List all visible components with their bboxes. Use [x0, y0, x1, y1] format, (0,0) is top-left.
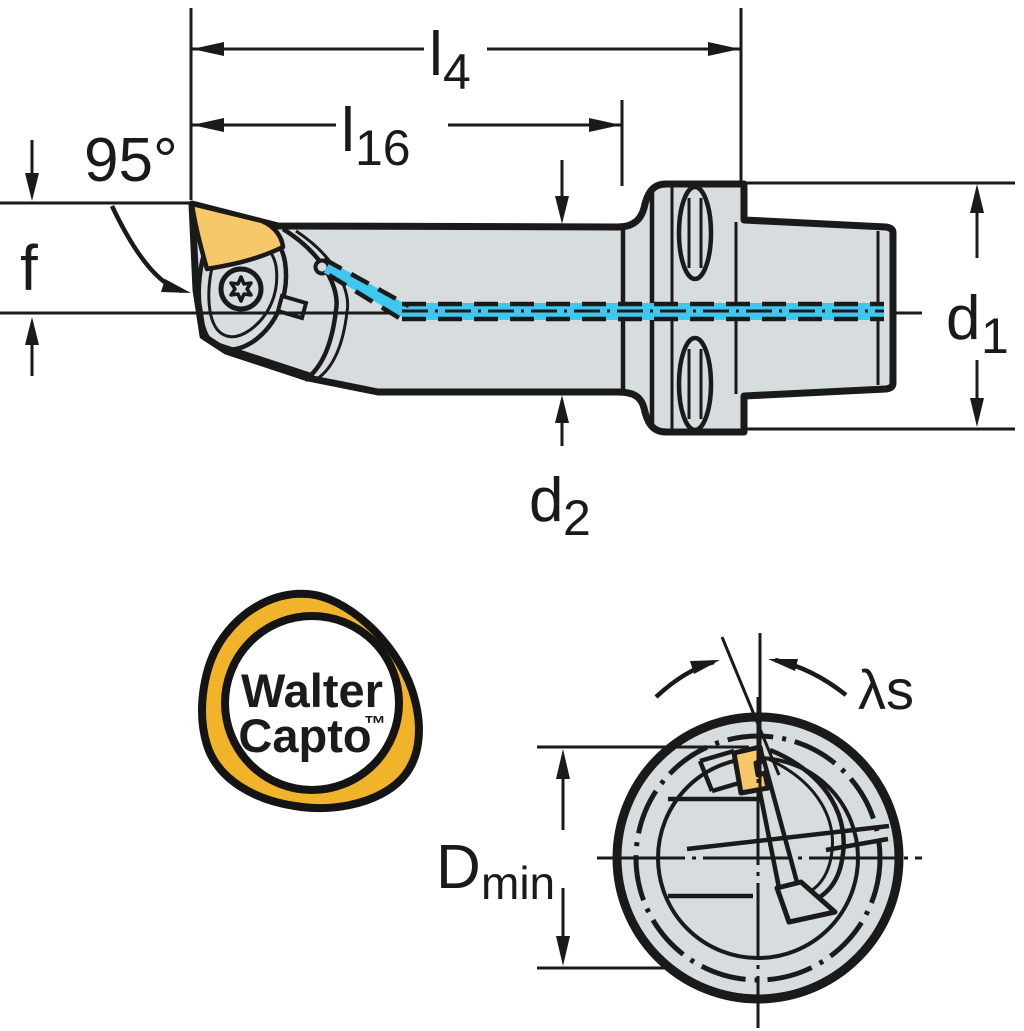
- dim-dmin: D min: [436, 745, 749, 970]
- end-view-head-lines: [668, 747, 890, 925]
- end-view-clamp-foot: [774, 879, 838, 925]
- dim-l4-label: l: [429, 20, 443, 89]
- dim-l16-subscript: 16: [355, 120, 411, 176]
- dim-d1: d 1: [744, 181, 1015, 431]
- coolant-hidden-edge: [327, 273, 406, 323]
- coolant-channel: [313, 257, 884, 323]
- walter-capto-logo: Walter Capto ™: [198, 589, 423, 813]
- coolant-diagonal: [323, 261, 412, 319]
- coolant-hidden-edge: [322, 257, 411, 308]
- logo-text-walter: Walter: [241, 664, 383, 717]
- logo-text-capto: Capto: [238, 709, 371, 762]
- logo-inner-circle: [221, 612, 403, 794]
- clamp-screw: [218, 266, 264, 312]
- dim-f: f: [0, 140, 191, 376]
- logo-trademark: ™: [364, 711, 386, 736]
- torx-star-icon: [229, 275, 253, 303]
- cutting-insert: [189, 201, 286, 272]
- flange-slot-bottom: [676, 335, 714, 433]
- side-view: l 4 l 16 95° f: [0, 8, 1015, 546]
- angle-label: 95°: [84, 126, 178, 195]
- dim-dmin-subscript: min: [481, 857, 555, 909]
- lambda-s-label: λs: [858, 658, 914, 721]
- dim-d2: d 2: [529, 160, 591, 546]
- dim-l16: l 16: [191, 96, 624, 186]
- dim-d2-subscript: 2: [563, 490, 591, 546]
- dim-lambda-s: λs: [654, 633, 914, 795]
- head-boundary-arc: [281, 227, 339, 382]
- head-bottom-inner-line: [205, 338, 311, 376]
- dim-d2-label: d: [529, 466, 563, 535]
- dim-angle-95: 95°: [84, 126, 191, 294]
- f-label: f: [20, 232, 38, 304]
- dim-d1-label: d: [946, 284, 980, 353]
- end-view: λs D min: [436, 633, 922, 1028]
- flange-slot-top: [676, 184, 714, 282]
- dim-dmin-label: D: [436, 833, 481, 902]
- dim-d1-subscript: 1: [981, 308, 1009, 364]
- dim-l4: l 4: [189, 8, 743, 200]
- dim-l16-label: l: [341, 96, 355, 165]
- dim-l4-subscript: 4: [443, 44, 471, 100]
